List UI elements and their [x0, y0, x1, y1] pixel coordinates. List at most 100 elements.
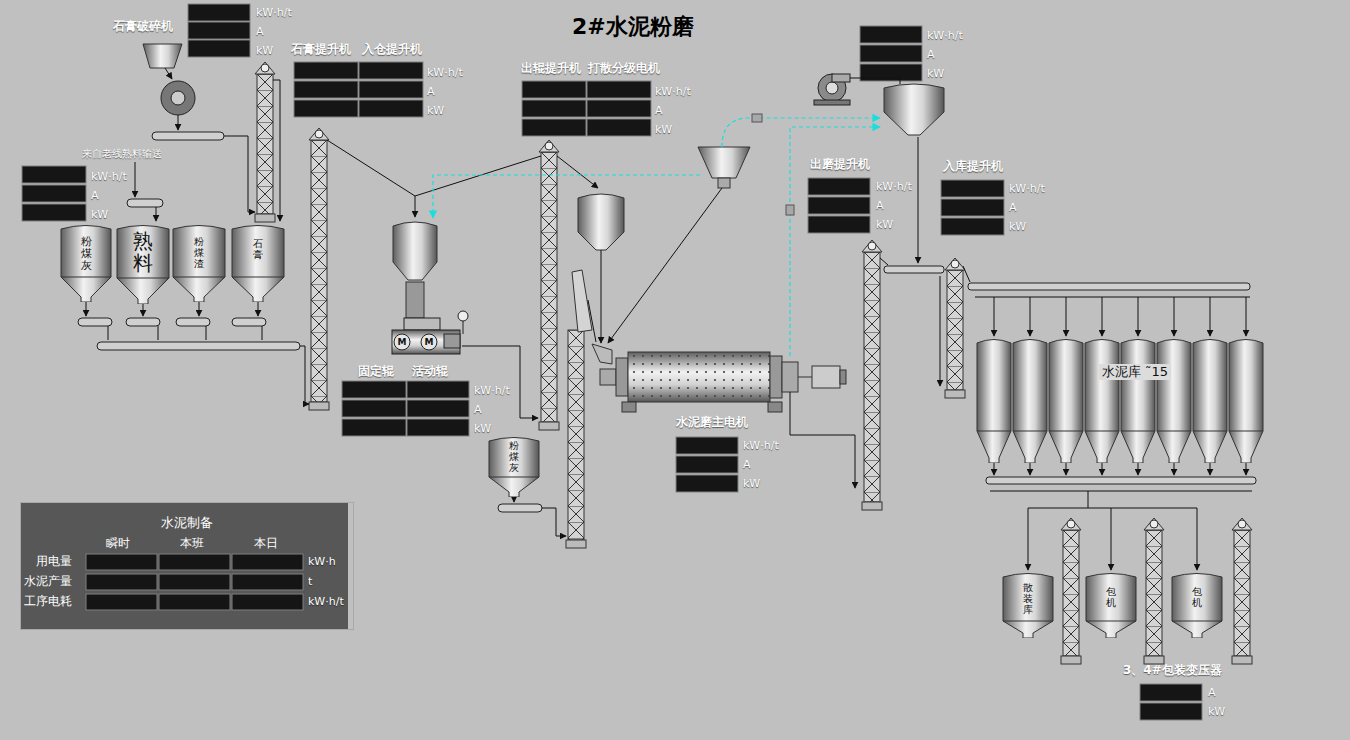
ball-mill	[812, 366, 840, 388]
silo-outline	[1193, 340, 1227, 464]
silo-outline	[1003, 574, 1053, 639]
material-flow-line	[462, 346, 538, 418]
material-flow-line	[327, 140, 415, 196]
silo-outline	[1086, 574, 1136, 639]
bucket-elevator	[255, 62, 1252, 664]
bucket-elevator	[864, 252, 880, 502]
material-flow-line	[206, 326, 207, 340]
bucket-elevator	[539, 140, 559, 430]
silo-outline	[1157, 431, 1191, 432]
readout-cell	[941, 218, 1004, 235]
material-flow-line	[199, 302, 200, 316]
readout-cell	[159, 594, 230, 610]
material-flow-line	[1102, 463, 1103, 475]
material-flow-line	[178, 115, 179, 130]
readout-cell	[676, 475, 738, 492]
bucket-elevator	[868, 242, 876, 250]
node-label: 粉煤灰	[81, 236, 92, 272]
material-flow-line	[258, 302, 259, 316]
bucket-elevator	[261, 64, 269, 72]
bucket-elevator	[1144, 656, 1164, 664]
belt-conveyor	[498, 504, 542, 512]
ball-mill	[592, 344, 612, 364]
node-label: 散装库	[1023, 582, 1033, 615]
silo-outline	[1013, 340, 1047, 464]
exhaust-fan	[814, 74, 850, 105]
node-label: 包机	[1192, 586, 1202, 608]
material-flow-line	[1028, 508, 1029, 570]
packing-bin: 散装库	[1002, 572, 1054, 638]
material-flow-line	[1210, 297, 1211, 336]
bucket-elevator	[1232, 518, 1252, 664]
silo-outline	[1049, 431, 1083, 432]
gypsum-crusher	[171, 91, 185, 105]
valve-symbol	[752, 114, 794, 215]
readout-cell	[294, 62, 358, 79]
silo-outline	[977, 340, 1011, 464]
belt-conveyor	[127, 199, 163, 207]
material-flow-line	[994, 297, 995, 336]
table-cell-text: 用电量	[36, 555, 72, 569]
readout-cell	[188, 22, 250, 39]
material-flow-line	[880, 258, 888, 265]
silo-outline	[1086, 621, 1136, 622]
valve-symbol	[752, 114, 762, 122]
unit-label: kW·h/t	[655, 86, 691, 99]
unit-label: kW·h/t	[927, 30, 963, 43]
exhaust-fan	[814, 100, 850, 105]
readout-cell	[359, 100, 423, 117]
material-flow-line	[415, 156, 541, 196]
node-label: 粉煤渣	[194, 236, 204, 269]
bin-hopper	[393, 84, 944, 318]
unit-label: kW·h/t	[474, 385, 510, 398]
bucket-elevator	[539, 422, 559, 430]
readout-cell	[342, 400, 406, 417]
readout-cell	[359, 62, 423, 79]
readout-cell	[22, 166, 86, 183]
silo-outline	[1193, 431, 1227, 432]
roller-press	[392, 330, 460, 354]
bin-hopper	[393, 222, 437, 280]
readout-cell	[188, 4, 250, 21]
unit-label: kW·h	[308, 556, 336, 569]
table-cell-text: 水泥产量	[24, 575, 72, 589]
ball-mill	[768, 402, 782, 412]
unit-label: A	[927, 49, 935, 62]
material-flow-line	[1174, 297, 1175, 336]
readout-cell	[587, 119, 651, 136]
ball-mill	[600, 369, 616, 385]
silo-outline	[1157, 340, 1191, 464]
unit-label: A	[743, 459, 751, 472]
bucket-elevator	[947, 270, 963, 390]
ball-mill	[628, 352, 770, 402]
silo-outline	[1121, 340, 1155, 464]
material-flow-line	[1174, 463, 1175, 475]
bin-hopper	[578, 194, 624, 250]
material-flow-line	[135, 162, 136, 197]
material-flow-line	[963, 266, 970, 282]
unit-label: kW·h/t	[743, 440, 779, 453]
unit-label: kW	[655, 124, 672, 137]
readout-cell	[159, 574, 230, 590]
air-duct-line	[433, 175, 700, 218]
unit-label: A	[655, 105, 663, 118]
readout-cell	[232, 594, 303, 610]
equipment-name: 入仓提升机	[362, 43, 422, 57]
equipment-name: 石膏破碎机	[113, 20, 173, 34]
material-flow-line	[156, 207, 157, 221]
bucket-elevator	[1232, 656, 1252, 664]
belt-conveyor	[126, 318, 160, 326]
unit-label: kW	[743, 478, 760, 491]
unit-label: kW	[474, 423, 491, 436]
roller-press	[463, 321, 464, 334]
bucket-elevator	[1144, 518, 1164, 664]
bin-hopper	[884, 84, 944, 135]
storage-silo-shape	[231, 224, 285, 302]
readout-cell	[407, 419, 469, 436]
readout-cell	[1140, 684, 1202, 701]
readout-cell	[676, 456, 738, 473]
table-cell-text: 本日	[254, 537, 278, 551]
material-flow-line	[975, 297, 1250, 298]
ball-mill	[798, 377, 812, 378]
readout-cell	[159, 554, 230, 570]
